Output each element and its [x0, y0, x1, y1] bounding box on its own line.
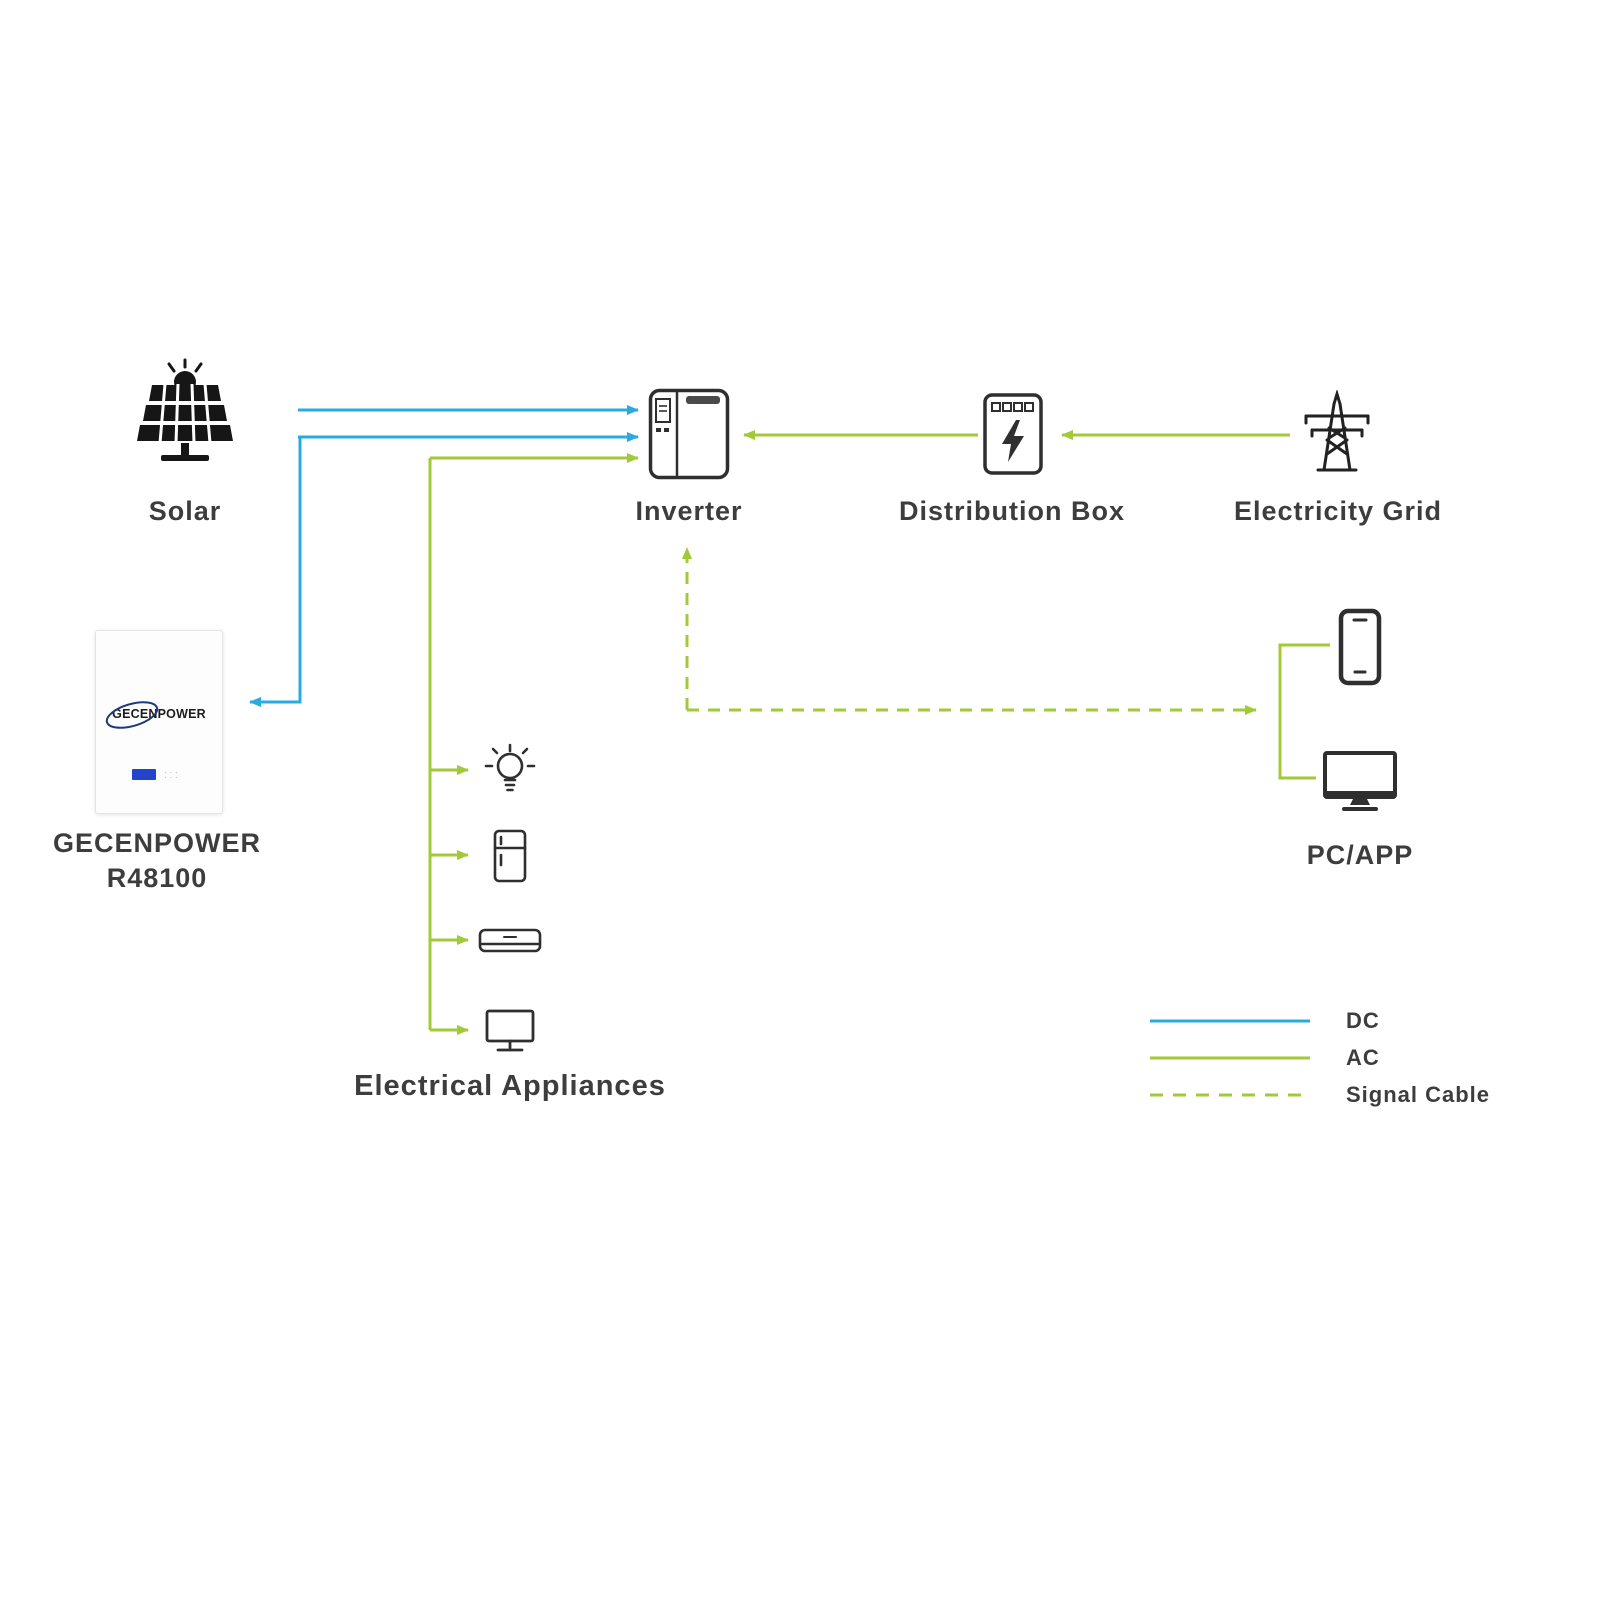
smartphone-icon: [1338, 608, 1382, 686]
pcapp-bracket: [1278, 643, 1330, 780]
electricity-grid-label: Electricity Grid: [1233, 496, 1443, 526]
legend-row-dc: DC: [1150, 1002, 1580, 1039]
legend-row-signal: Signal Cable: [1150, 1076, 1580, 1113]
solar-panel-icon: [137, 358, 233, 461]
pc-monitor-icon: [1323, 751, 1397, 811]
air-conditioner-icon: [478, 928, 542, 953]
light-bulb-icon: [484, 743, 536, 792]
distribution-box-icon: [983, 393, 1043, 475]
solar-label: Solar: [148, 496, 222, 526]
refrigerator-icon: [493, 829, 527, 883]
legend-row-ac: AC: [1150, 1039, 1580, 1076]
battery-screen: [132, 769, 156, 780]
battery-label: GECENPOWER R48100: [37, 826, 277, 896]
legend: DC AC Signal Cable: [1150, 1002, 1580, 1113]
tv-icon: [485, 1009, 535, 1052]
battery-display: ······: [132, 766, 180, 783]
battery-indicator-dots: ······: [164, 766, 180, 783]
legend-signal-line-icon: [1150, 1093, 1310, 1096]
legend-ac-label: AC: [1346, 1044, 1380, 1070]
battery-logo-text: GECENPOWER: [112, 707, 206, 721]
legend-signal-label: Signal Cable: [1346, 1081, 1491, 1107]
legend-dc-label: DC: [1346, 1007, 1380, 1033]
dc-line-to-battery: [249, 437, 302, 707]
appliances-label: Electrical Appliances: [354, 1070, 666, 1102]
battery-logo: GECENPOWER: [96, 701, 222, 729]
distribution-box-label: Distribution Box: [899, 496, 1125, 526]
battery-label-line2: R48100: [106, 863, 208, 894]
battery-label-line1: GECENPOWER: [52, 828, 262, 858]
legend-dc-line-icon: [1150, 1019, 1310, 1022]
battery-unit: GECENPOWER ······: [95, 630, 223, 814]
inverter-label: Inverter: [635, 496, 743, 526]
legend-ac-line-icon: [1150, 1056, 1310, 1059]
electricity-grid-icon: [1304, 390, 1370, 472]
pc-app-label: PC/APP: [1306, 840, 1414, 870]
inverter-icon: [648, 388, 730, 480]
